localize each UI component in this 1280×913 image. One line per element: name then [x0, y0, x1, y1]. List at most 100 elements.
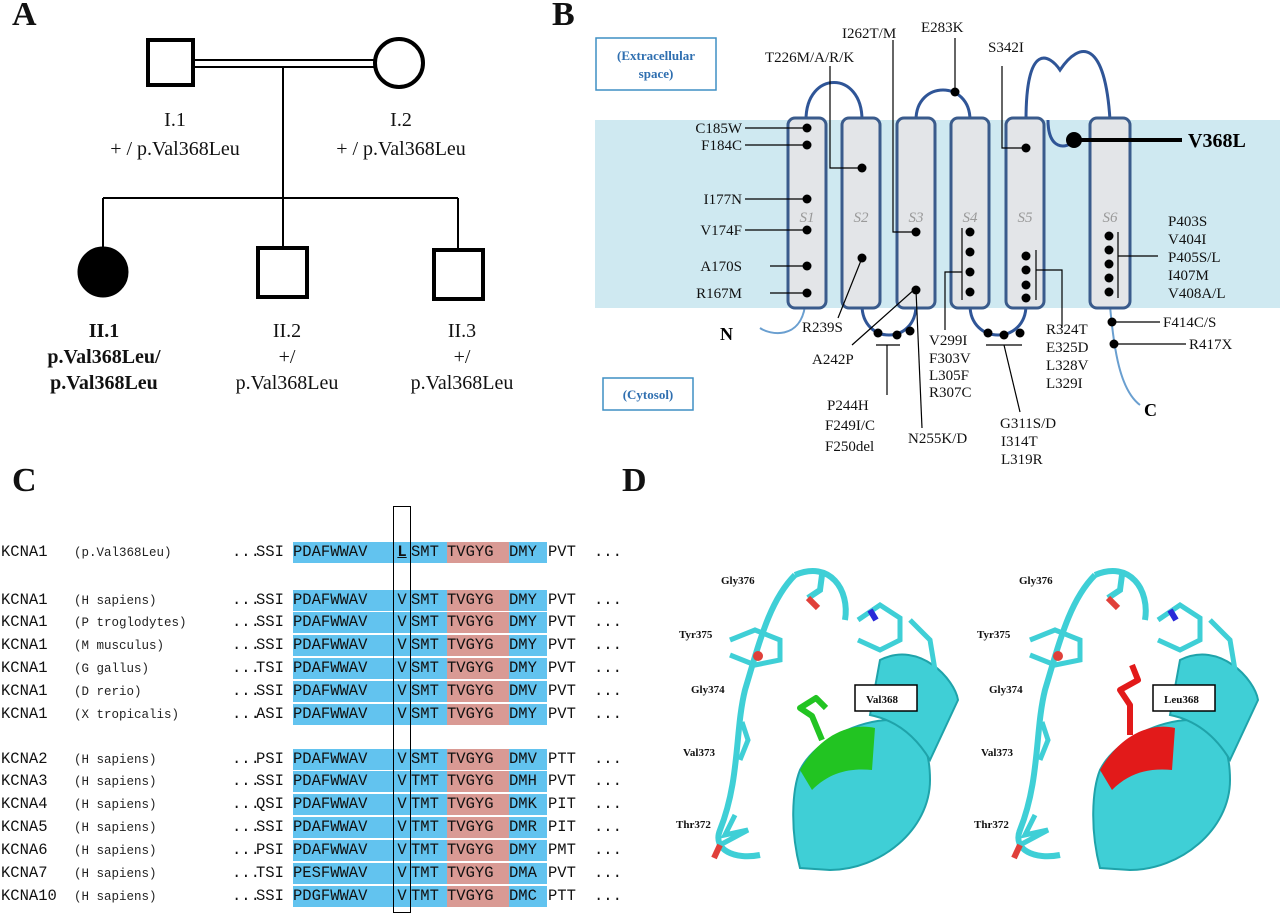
alignment-ellipsis: ... [232, 864, 260, 882]
mutation-l328v: L328V [1046, 358, 1089, 374]
pedigree-panel: I.1 + / p.Val368Leu I.2 + / p.Val368Leu … [47, 37, 513, 394]
mutation-r307c: R307C [929, 385, 972, 401]
alignment-b1: PDAFWWAV [293, 749, 393, 770]
mutation-v174f: V174F [700, 223, 742, 239]
alignment-pre: PSI [256, 841, 284, 859]
i2-genotype: + / p.Val368Leu [336, 138, 466, 160]
alignment-b3: DMK [509, 794, 547, 815]
alignment-post: PMT [548, 841, 576, 859]
alignment-species: (p.Val368Leu) [74, 546, 172, 560]
left-val373-label: Val373 [683, 747, 715, 759]
alignment-b1: PDAFWWAV [293, 771, 393, 792]
alignment-b3: DMY [509, 658, 547, 679]
alignment-ellipsis: ... [232, 682, 260, 700]
alignment-gene: KCNA2 [1, 750, 48, 768]
alignment-ellipsis: ... [594, 795, 622, 813]
alignment-pre: PSI [256, 750, 284, 768]
ii1-genotype-1: p.Val368Leu/ [47, 346, 161, 368]
ii1-id: II.1 [89, 320, 120, 342]
alignment-b2: TMT [411, 886, 447, 907]
alignment-red: TVGYG [447, 840, 509, 861]
alignment-b2: SMT [411, 704, 447, 725]
alignment-ellipsis: ... [232, 841, 260, 859]
alignment-ellipsis: ... [594, 750, 622, 768]
alignment-gene: KCNA4 [1, 795, 48, 813]
alignment-key: V [394, 886, 410, 907]
mutation-i177n: I177N [704, 192, 742, 208]
leu368-label: Leu368 [1164, 694, 1199, 706]
ii1-genotype-2: p.Val368Leu [50, 372, 158, 394]
membrane-band [595, 120, 1280, 308]
helix-s4-label: S4 [963, 210, 979, 226]
mutation-n255k: N255K/D [908, 431, 967, 447]
left-thr372-label: Thr372 [676, 819, 711, 831]
alignment-red: TVGYG [447, 681, 509, 702]
right-tyr375-label: Tyr375 [977, 629, 1011, 641]
alignment-key: L [394, 542, 410, 563]
alignment-post: PVT [548, 705, 576, 723]
right-thr372-label: Thr372 [974, 819, 1009, 831]
alignment-b1: PDAFWWAV [293, 681, 393, 702]
mutation-f250del: F250del [825, 439, 874, 455]
alignment-gene: KCNA1 [1, 613, 48, 631]
alignment-post: PVT [548, 772, 576, 790]
alignment-key: V [394, 840, 410, 861]
helix-s3 [895, 116, 937, 310]
alignment-b3: DMY [509, 612, 547, 633]
alignment-b1: PDAFWWAV [293, 658, 393, 679]
alignment-b1: PDAFWWAV [293, 817, 393, 838]
left-tyr375-label: Tyr375 [679, 629, 713, 641]
alignment-ellipsis: ... [232, 591, 260, 609]
alignment-pre: TSI [256, 659, 284, 677]
alignment-gene: KCNA7 [1, 864, 48, 882]
alignment-key: V [394, 771, 410, 792]
alignment-b3: DMR [509, 817, 547, 838]
right-gly376-label: Gly376 [1019, 575, 1053, 587]
panel-label-b: B [552, 0, 575, 33]
alignment-ellipsis: ... [232, 705, 260, 723]
alignment-red: TVGYG [447, 704, 509, 725]
alignment-ellipsis: ... [232, 750, 260, 768]
alignment-b3: DMV [509, 681, 547, 702]
mutation-f249i: F249I/C [825, 418, 875, 434]
alignment-post: PVT [548, 636, 576, 654]
alignment-ellipsis: ... [594, 682, 622, 700]
i2-id: I.2 [390, 109, 412, 131]
panel-label-d: D [622, 462, 647, 499]
mutation-v299i: V299I [929, 333, 967, 349]
alignment-b1: PDAFWWAV [293, 612, 393, 633]
alignment-key: V [394, 635, 410, 656]
mutation-p405s: P405S/L [1168, 250, 1221, 266]
pedigree-son-2-symbol [256, 246, 309, 299]
alignment-b2: SMT [411, 612, 447, 633]
alignment-b2: SMT [411, 590, 447, 611]
mutation-i314t: I314T [1001, 434, 1038, 450]
mutation-f184c: F184C [701, 138, 742, 154]
alignment-ellipsis: ... [232, 795, 260, 813]
helix-s6-label: S6 [1103, 210, 1119, 226]
alignment-pre: SSI [256, 818, 284, 836]
ii2-id: II.2 [273, 320, 301, 342]
topology-panel: (Extracellular space) (Cytosol) S1 S2 S3… [595, 20, 1280, 468]
alignment-b2: SMT [411, 635, 447, 656]
ii3-genotype-1: +/ [454, 346, 471, 368]
alignment-ellipsis: ... [594, 841, 622, 859]
alignment-species: (H sapiens) [74, 775, 157, 789]
pedigree-father-symbol [146, 38, 195, 87]
loop-s1-s2 [804, 81, 864, 121]
right-val373-label: Val373 [981, 747, 1013, 759]
mutation-a242p: A242P [812, 352, 854, 368]
alignment-key: V [394, 704, 410, 725]
alignment-b2: TMT [411, 794, 447, 815]
alignment-ellipsis: ... [594, 543, 622, 561]
mutation-l329i: L329I [1046, 376, 1083, 392]
alignment-b1: PDAFWWAV [293, 840, 393, 861]
alignment-gene: KCNA10 [1, 887, 57, 905]
alignment-red: TVGYG [447, 590, 509, 611]
mutation-f303v: F303V [929, 351, 971, 367]
alignment-ellipsis: ... [594, 591, 622, 609]
mutation-r417x: R417X [1189, 337, 1233, 353]
helix-s4 [949, 116, 991, 310]
alignment-b1: PDAFWWAV [293, 794, 393, 815]
